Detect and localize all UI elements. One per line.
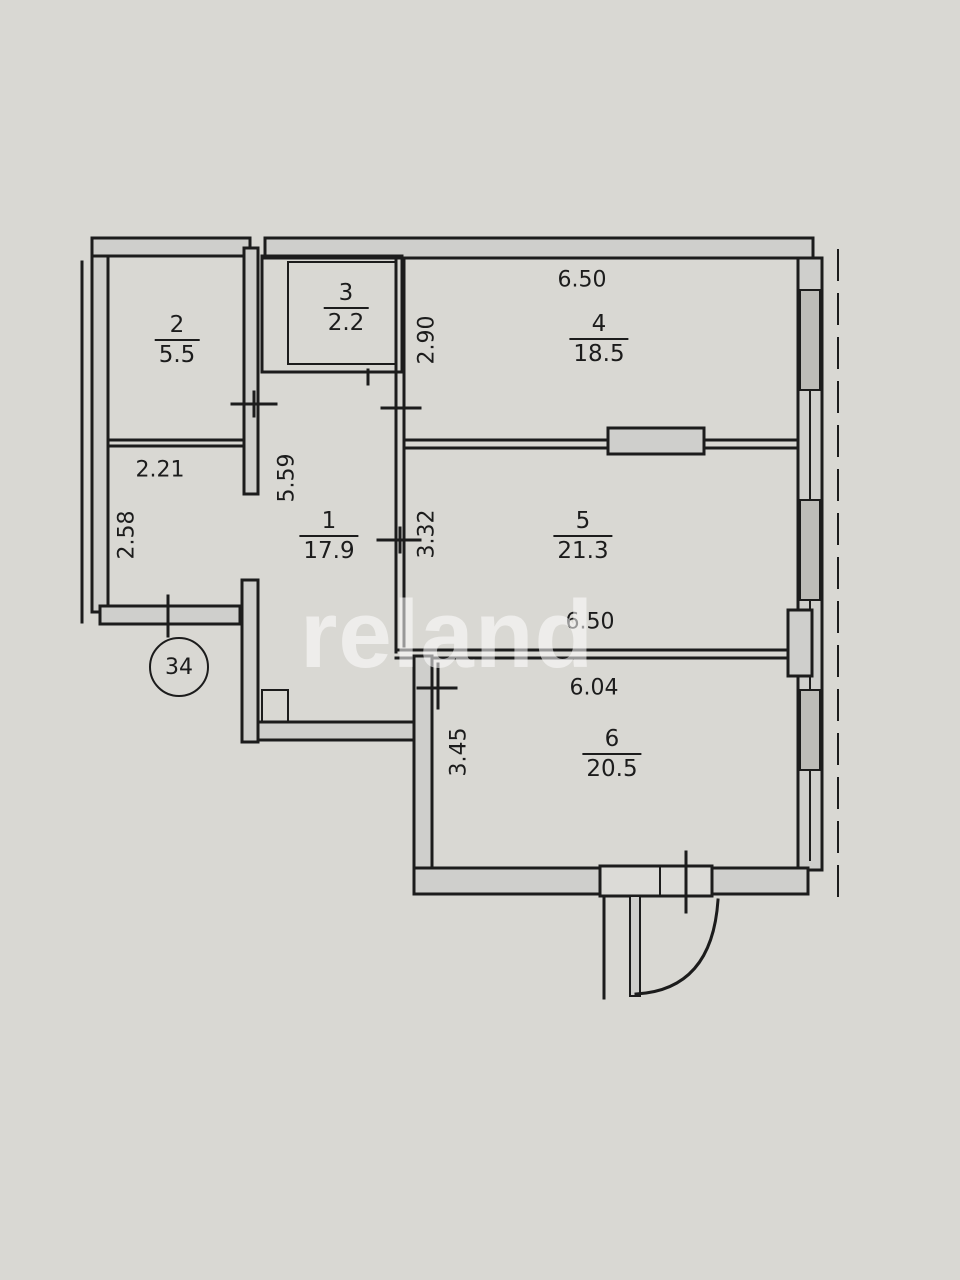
window-room6 [799,689,821,771]
watermark: reland [300,581,595,688]
room-1-number: 1 [321,508,337,534]
room-6-area: 20.5 [586,756,638,782]
door-swing-arc [634,898,720,996]
room-6-number: 6 [604,726,620,752]
room-4-number: 4 [591,311,607,337]
wall-hall-bottom [98,604,242,626]
window-room5 [799,499,821,601]
wall-room2-right [242,246,260,496]
dim-hall-left-height: 2.58 [114,510,140,560]
room-2-label: 2 5.5 [154,312,200,368]
wall-room6-left [412,654,434,886]
door-room4 [606,426,706,456]
room-5-area: 21.3 [557,538,609,564]
dim-room2-width: 2.21 [135,457,185,483]
room-2-number: 2 [169,312,185,338]
room-3-label: 3 2.2 [323,280,369,336]
dim-room4-width: 6.50 [557,267,607,293]
balcony-door [598,864,714,898]
room-1-area: 17.9 [303,538,355,564]
pillar-right [786,608,814,678]
room-4-area: 18.5 [573,341,625,367]
dim-room3-height: 2.90 [414,315,440,365]
apartment-number: 34 [165,654,193,680]
window-room4 [799,289,821,391]
wall-entry-bottom [256,720,420,742]
wall-room3 [260,254,404,374]
dim-hall-height: 5.59 [274,453,300,503]
wall-entry-left [240,578,260,744]
room-6-label: 6 20.5 [582,726,642,782]
dim-room6-width: 6.04 [569,675,619,701]
wall-top-right [263,236,815,260]
room-4-label: 4 18.5 [569,311,629,367]
room-1-label: 1 17.9 [299,508,359,564]
wall-left [90,254,110,614]
dim-room5-height: 3.32 [414,509,440,559]
room-5-label: 5 21.3 [553,508,613,564]
room-3-area: 2.2 [327,310,365,336]
dim-room6-height: 3.45 [446,727,472,777]
apartment-number-badge: 34 [149,637,209,697]
room-2-area: 5.5 [158,342,196,368]
room-5-number: 5 [575,508,591,534]
wall-top-left [90,236,252,258]
dim-room5-width: 6.50 [565,609,615,635]
room-3-number: 3 [338,280,354,306]
